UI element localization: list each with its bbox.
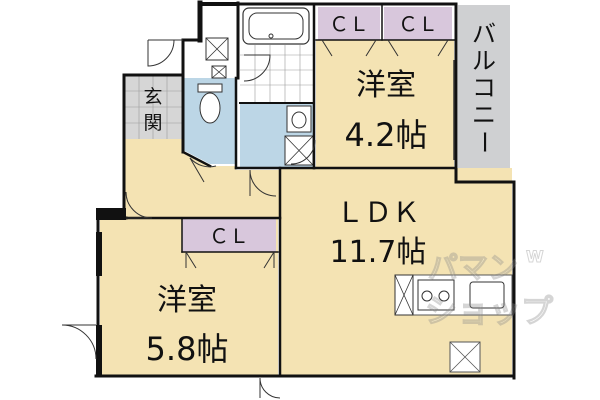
balcony-label-char: コ	[472, 74, 496, 102]
balcony-label-char: バ	[472, 20, 496, 48]
stove	[417, 279, 455, 311]
closet-label-top-left: ＣＬ	[329, 12, 369, 36]
refrigerator-space	[394, 274, 414, 316]
doors	[61, 39, 455, 399]
balcony-label-char: ル	[472, 47, 496, 75]
ldk-name: ＬＤＫ	[336, 196, 420, 229]
entrance-label-char1: 玄	[143, 86, 162, 108]
closet-label-top-right: ＣＬ	[398, 12, 438, 36]
balcony-label-char: ー	[470, 130, 498, 154]
bathtub	[242, 7, 310, 45]
watermark-line2: ショップ	[425, 292, 554, 330]
ldk-size: 11.7帖	[330, 235, 427, 270]
bedroom-small-size: 4.2帖	[345, 116, 428, 154]
balcony-label-char: ニ	[472, 101, 496, 129]
balcony-area	[458, 5, 510, 181]
closet-top-left	[318, 7, 380, 40]
closet-top-right	[384, 7, 452, 40]
corridor-area	[125, 139, 285, 218]
entrance-label: 玄 関	[143, 86, 162, 134]
entrance-label-char2: 関	[143, 112, 162, 134]
bedroom-large-name: 洋室	[157, 283, 217, 318]
pipe-shaft	[205, 37, 229, 79]
kitchen-sink	[469, 281, 505, 309]
watermark-line1: パマン	[428, 251, 518, 286]
watermark-mark: W	[526, 247, 544, 266]
entrance-tiles	[125, 75, 182, 139]
closet-label-lower: ＣＬ	[209, 224, 249, 248]
closet-lower	[182, 218, 276, 252]
toilet-fixture	[197, 83, 223, 124]
bedroom-small-name: 洋室	[356, 68, 416, 103]
wash-basin	[286, 105, 312, 133]
walls	[94, 0, 516, 380]
bedroom-small-area	[316, 40, 454, 168]
kitchen-tile	[449, 341, 481, 373]
ldk-area	[281, 168, 512, 376]
watermark: パマン ショップ W	[424, 247, 554, 331]
bedroom-large-size: 5.8帖	[146, 330, 229, 368]
